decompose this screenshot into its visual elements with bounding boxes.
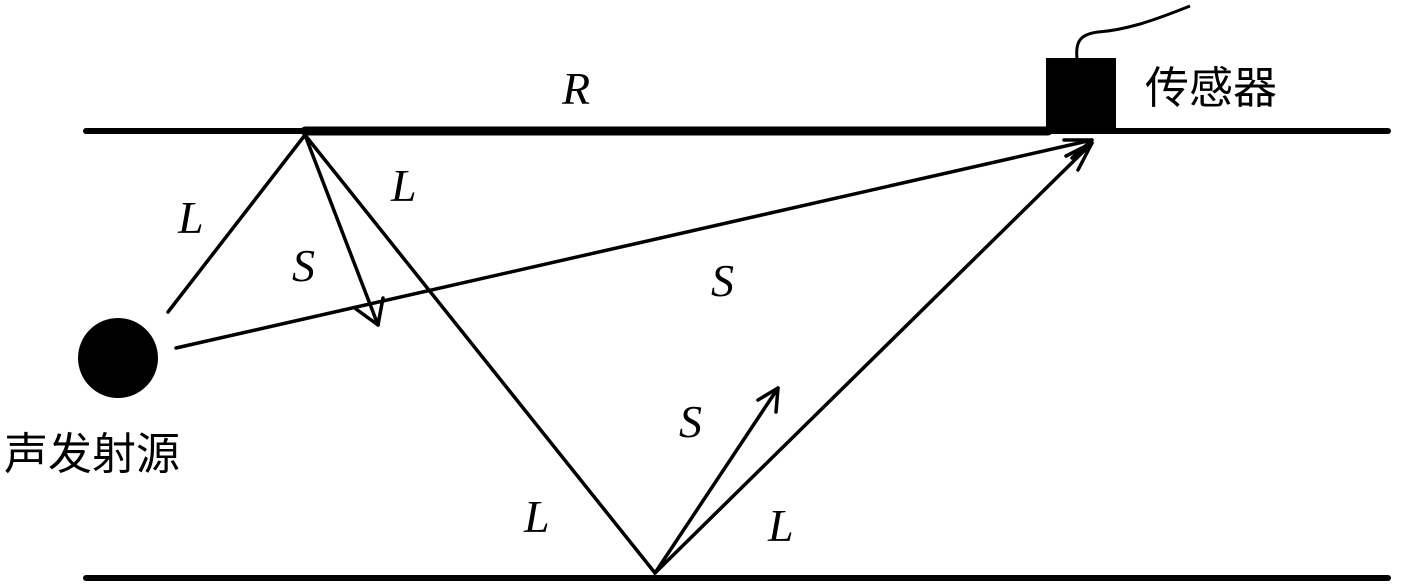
- label-l-reflected: L: [390, 160, 417, 211]
- ray-s-direct-arrowhead: [1062, 138, 1094, 160]
- ray-s-converted: [653, 386, 780, 575]
- ray-s-direct: [174, 138, 1094, 350]
- label-acoustic-emission-source: 声发射源: [4, 429, 180, 480]
- label-l-bottom-right: L: [767, 500, 794, 551]
- label-l-incident: L: [177, 192, 204, 243]
- ray-l-to-sensor: [653, 141, 1094, 575]
- ray-l-incident: [166, 133, 307, 314]
- label-sensor: 传感器: [1145, 63, 1277, 114]
- ray-l-reflected-down: [303, 133, 657, 575]
- sensor-block: [1046, 58, 1116, 133]
- acoustic-emission-source: [78, 318, 158, 398]
- label-s-converted: S: [679, 396, 702, 447]
- label-r-surface: R: [561, 63, 590, 114]
- label-l-bottom-left: L: [523, 491, 550, 542]
- label-s-direct: S: [711, 255, 734, 306]
- sensor-cable: [1075, 4, 1191, 59]
- label-s-short: S: [292, 240, 315, 291]
- ray-l-to-sensor-arrowhead: [1064, 141, 1094, 172]
- ray-s-reflected-arrowhead: [354, 296, 385, 327]
- ray-s-converted-arrowhead: [756, 386, 780, 414]
- ray-s-reflected: [303, 133, 380, 327]
